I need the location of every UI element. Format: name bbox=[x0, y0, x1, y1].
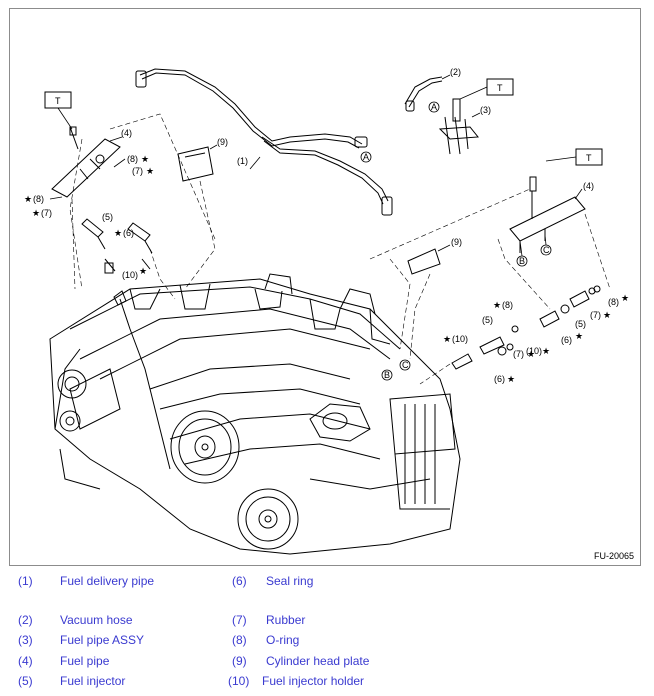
right-head-cover bbox=[309, 403, 371, 442]
vacuum-hose bbox=[404, 76, 443, 112]
star-7-left: ★ bbox=[146, 166, 154, 176]
callout-9-right: (9) bbox=[451, 237, 462, 247]
legend-num: (6) bbox=[232, 574, 247, 588]
legend-label: Fuel pipe ASSY bbox=[60, 633, 145, 647]
torque-t-right: T bbox=[586, 153, 592, 163]
callout-10-left: (10) bbox=[122, 270, 138, 280]
legend-item-9: (9) Cylinder head plate bbox=[232, 654, 369, 668]
legend-item-1: (1) Fuel delivery pipe bbox=[18, 574, 154, 588]
callout-6-right-2: (6) bbox=[561, 335, 572, 345]
callout-1: (1) bbox=[237, 156, 248, 166]
legend-item-2: (2) Vacuum hose bbox=[18, 613, 133, 627]
lower-pulley bbox=[237, 488, 299, 550]
callout-8-right: (8) bbox=[502, 300, 513, 310]
callout-8-right-2: (8) bbox=[608, 297, 619, 307]
callout-6-left: (6) bbox=[123, 228, 134, 238]
exploded-diagram: (1) (2) (3) A A T T bbox=[9, 8, 641, 566]
legend-label: Vacuum hose bbox=[60, 613, 133, 627]
engine-block bbox=[49, 273, 461, 555]
legend-num: (1) bbox=[18, 574, 33, 588]
callout-2: (2) bbox=[450, 67, 461, 77]
star-8-far-left: ★ bbox=[24, 194, 32, 204]
callout-10-right-2: (10) bbox=[526, 346, 542, 356]
callout-5-left: (5) bbox=[102, 212, 113, 222]
fuel-injectors-right bbox=[451, 285, 601, 370]
legend-num: (2) bbox=[18, 613, 33, 627]
legend-item-7: (7) Rubber bbox=[232, 613, 305, 627]
fuel-pipe-left bbox=[51, 126, 121, 198]
legend-label: Fuel pipe bbox=[60, 654, 110, 668]
legend-num: (9) bbox=[232, 654, 247, 668]
leader-lines-left bbox=[69, 113, 216, 300]
legend-label: Fuel injector holder bbox=[262, 674, 365, 688]
diagram-drawing: (1) (2) (3) A A T T bbox=[24, 67, 629, 555]
leader-lines-right bbox=[369, 188, 611, 385]
callout-4-left: (4) bbox=[121, 128, 132, 138]
callout-5-right: (5) bbox=[482, 315, 493, 325]
callout-7-far-left: (7) bbox=[41, 208, 52, 218]
legend-item-4: (4) Fuel pipe bbox=[18, 654, 109, 668]
callout-5-right-2: (5) bbox=[575, 319, 586, 329]
legend-label: Seal ring bbox=[266, 574, 314, 588]
star-8-right: ★ bbox=[493, 300, 501, 310]
callout-b-engine: B bbox=[384, 370, 390, 380]
callout-10-right: (10) bbox=[452, 334, 468, 344]
legend-num: (8) bbox=[232, 633, 247, 647]
cylinder-head-plate-right bbox=[407, 248, 441, 275]
callout-3: (3) bbox=[480, 105, 491, 115]
callout-7-right: (7) bbox=[513, 349, 524, 359]
callout-c-engine: C bbox=[402, 360, 409, 370]
star-7-far-left: ★ bbox=[32, 208, 40, 218]
torque-t-left: T bbox=[55, 96, 61, 106]
star-8-left: ★ bbox=[141, 154, 149, 164]
fuel-injectors-left bbox=[81, 218, 153, 274]
callout-7-right-2: (7) bbox=[590, 310, 601, 320]
callout-4-right: (4) bbox=[583, 181, 594, 191]
callout-a-pipe: A bbox=[363, 152, 369, 162]
star-7-right: ★ bbox=[527, 349, 535, 359]
star-6-right: ★ bbox=[507, 374, 515, 384]
callout-6-right: (6) bbox=[494, 374, 505, 384]
fuel-pipe-assy bbox=[438, 98, 479, 155]
callout-a-top: A bbox=[431, 102, 437, 112]
star-10-right: ★ bbox=[443, 334, 451, 344]
dipstick bbox=[119, 298, 171, 470]
callout-9-left: (9) bbox=[217, 137, 228, 147]
star-6-left: ★ bbox=[114, 228, 122, 238]
legend-label: Rubber bbox=[266, 613, 306, 627]
fuel-delivery-pipe bbox=[135, 68, 393, 216]
callout-7-left: (7) bbox=[132, 166, 143, 176]
legend-item-6: (6) Seal ring bbox=[232, 574, 313, 588]
star-10-left: ★ bbox=[139, 266, 147, 276]
legend-num: (10) bbox=[228, 674, 250, 688]
legend-num: (3) bbox=[18, 633, 33, 647]
crank-pulley bbox=[170, 410, 240, 484]
star-8-right-2: ★ bbox=[621, 293, 629, 303]
legend-num: (4) bbox=[18, 654, 33, 668]
legend-item-5: (5) Fuel injector bbox=[18, 674, 125, 688]
torque-t-right-top: T bbox=[497, 83, 503, 93]
legend-label: Fuel injector bbox=[60, 674, 126, 688]
legend-item-3: (3) Fuel pipe ASSY bbox=[18, 633, 144, 647]
callout-c-right: C bbox=[543, 245, 550, 255]
legend-label: Fuel delivery pipe bbox=[60, 574, 155, 588]
legend-num: (7) bbox=[232, 613, 247, 627]
legend-item-8: (8) O-ring bbox=[232, 633, 299, 647]
cylinder-head-plate-left bbox=[177, 146, 214, 182]
star-6-right-2: ★ bbox=[575, 331, 583, 341]
legend-label: O-ring bbox=[266, 633, 300, 647]
star-7-right-2: ★ bbox=[603, 310, 611, 320]
cam-pulley bbox=[57, 369, 87, 432]
legend-label: Cylinder head plate bbox=[266, 654, 370, 668]
callout-b-right: B bbox=[519, 256, 525, 266]
legend-num: (5) bbox=[18, 674, 33, 688]
callout-8-far-left: (8) bbox=[33, 194, 44, 204]
fuel-pipe-right bbox=[509, 176, 586, 253]
figure-code: FU-20065 bbox=[593, 551, 634, 561]
legend-item-10: (10) Fuel injector holder bbox=[228, 674, 364, 688]
callout-8-left: (8) bbox=[127, 154, 138, 164]
star-10-right-2: ★ bbox=[542, 346, 550, 356]
legend: (1) Fuel delivery pipe (2) Vacuum hose (3)… bbox=[0, 568, 654, 696]
